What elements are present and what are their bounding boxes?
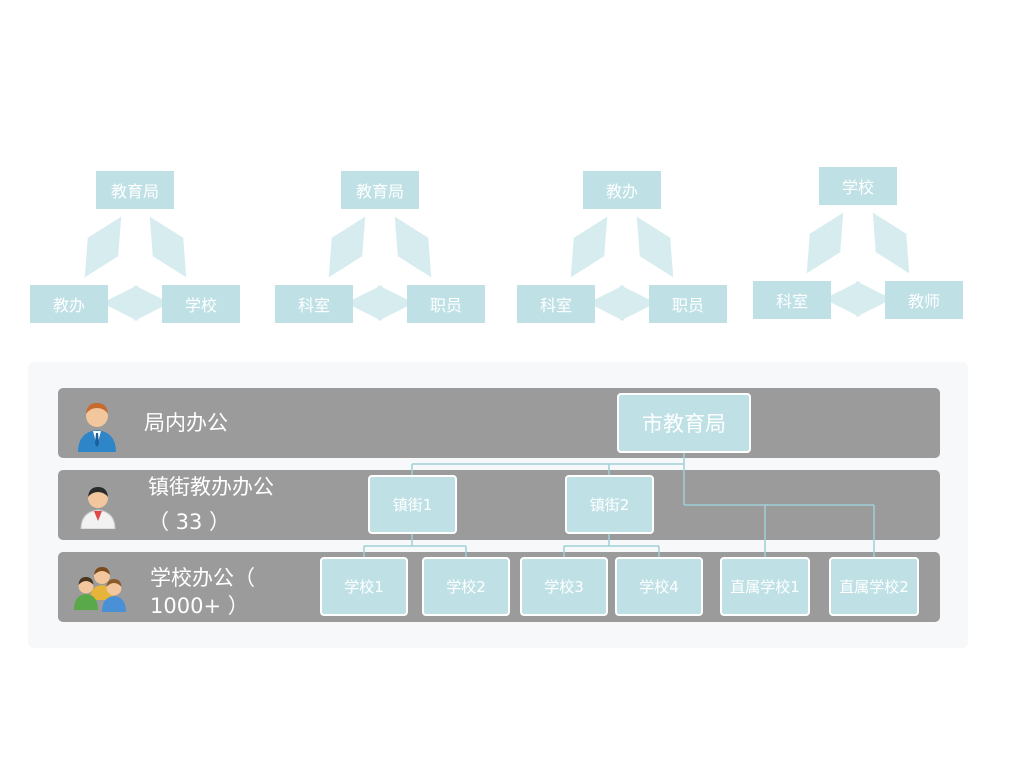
tier-bureau-label: 局内办公: [144, 411, 228, 435]
org-school-node-2: 学校2: [422, 557, 510, 616]
triangle-2-right-node: 职员: [407, 285, 485, 323]
group-icon: [74, 567, 126, 612]
org-direct-school-node-2: 直属学校2: [829, 557, 919, 616]
org-school-node-4: 学校4: [615, 557, 703, 616]
triangle-2-left-node: 科室: [275, 285, 353, 323]
triangle-3-right-node: 职员: [649, 285, 727, 323]
org-school-node-3: 学校3: [520, 557, 608, 616]
tier-town-label-line2: （ 33 ）: [148, 510, 231, 534]
tier-bureau-band: [58, 388, 940, 458]
tier-school-label-line1: 学校办公（: [150, 566, 255, 590]
org-school-node-1: 学校1: [320, 557, 408, 616]
org-root-node: 市教育局: [617, 393, 751, 453]
triangle-1-top-node: 教育局: [96, 171, 174, 209]
relation-arrows: [84, 212, 910, 321]
triangle-4-left-node: 科室: [753, 281, 831, 319]
user-icon: [80, 487, 116, 529]
businessman-icon: [78, 403, 116, 452]
triangle-1-right-node: 学校: [162, 285, 240, 323]
triangle-3-top-node: 教办: [583, 171, 661, 209]
org-town-node-2: 镇街2: [565, 475, 654, 534]
triangle-4-top-node: 学校: [819, 167, 897, 205]
tier-school-label-line2: 1000+ ）: [150, 594, 249, 618]
org-town-node-1: 镇街1: [368, 475, 457, 534]
triangle-1-left-node: 教办: [30, 285, 108, 323]
triangle-4-right-node: 教师: [885, 281, 963, 319]
tier-town-label-line1: 镇街教办办公: [148, 475, 274, 499]
org-direct-school-node-1: 直属学校1: [720, 557, 810, 616]
triangle-2-top-node: 教育局: [341, 171, 419, 209]
triangle-3-left-node: 科室: [517, 285, 595, 323]
